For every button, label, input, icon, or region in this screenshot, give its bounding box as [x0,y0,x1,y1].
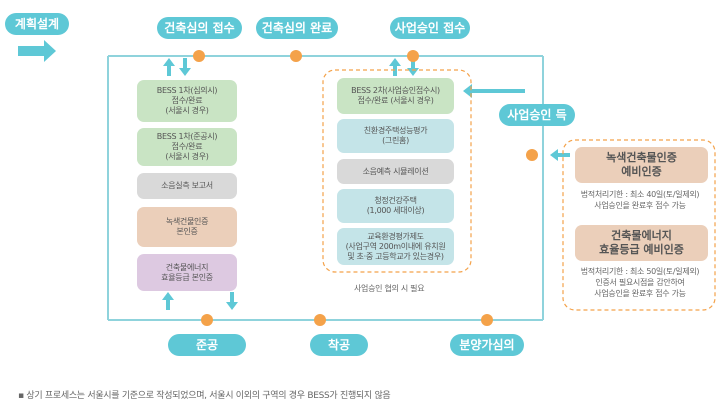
middle-box-education-environment: 교육환경평가제도 (사업구역 200m이내에 유치원 및 초·중 고등학교가 있… [337,228,454,265]
start-arrow-shaft [18,46,44,56]
middle-region-caption: 사업승인 협의 시 필요 [354,284,425,293]
footnote: ▪ 상기 프로세스는 서울시를 기준으로 작성되었으며, 서울시 이외의 구역의… [18,391,391,401]
middle-box-eco-housing-evaluation: 친환경주택성능평가 (그린홈) [337,119,454,153]
left-box-energy-efficiency-certification: 건축물에너지 효율등급 본인증 [137,254,237,291]
left-box-bess-1st-completion: BESS 1차(준공시) 접수/완료 (서울시 경우) [137,128,237,166]
stage-building-review-complete: 건축심의 완료 [256,17,338,39]
right-box-energy-efficiency-preliminary: 건축물에너지 효율등급 예비인증 [575,225,708,261]
right-box-green-building-preliminary: 녹색건축물인증 예비인증 [575,147,708,183]
middle-box-bess-2nd: BESS 2차(사업승인접수시) 접수/완료 (서울시 경우) [337,78,454,114]
stage-building-review-submission: 건축심의 접수 [157,17,242,39]
start-arrow-head [44,40,56,62]
left-box-noise-report: 소음실측 보고서 [137,173,237,199]
left-box-bess-1st-review: BESS 1차(심의시) 접수/완료 (서울시 경우) [137,80,237,122]
stage-construction-start: 착공 [310,334,368,356]
middle-box-clean-healthy-housing: 청정건강주택 (1,000 세대이상) [337,189,454,223]
stage-project-approval-submission: 사업승인 접수 [390,17,470,39]
right-note-energy-efficiency: 법적처리기한 : 최소 50일(토/일제외) 인증서 필요시점을 감안하여 사업… [580,267,700,298]
left-box-green-building-certification: 녹색건물인증 본인증 [137,207,237,247]
right-note-green-building: 법적처리기한 : 최소 40일(토/일제외) 사업승인을 완료후 접수 가능 [580,190,700,210]
stage-completion: 준공 [168,334,246,356]
stage-sale-price-review: 분양가심의 [450,334,524,356]
start-stage-label: 계획설계 [5,13,69,35]
middle-box-noise-simulation: 소음예측 시뮬레이션 [337,159,454,184]
stage-project-approval-obtained: 사업승인 득 [499,104,575,126]
